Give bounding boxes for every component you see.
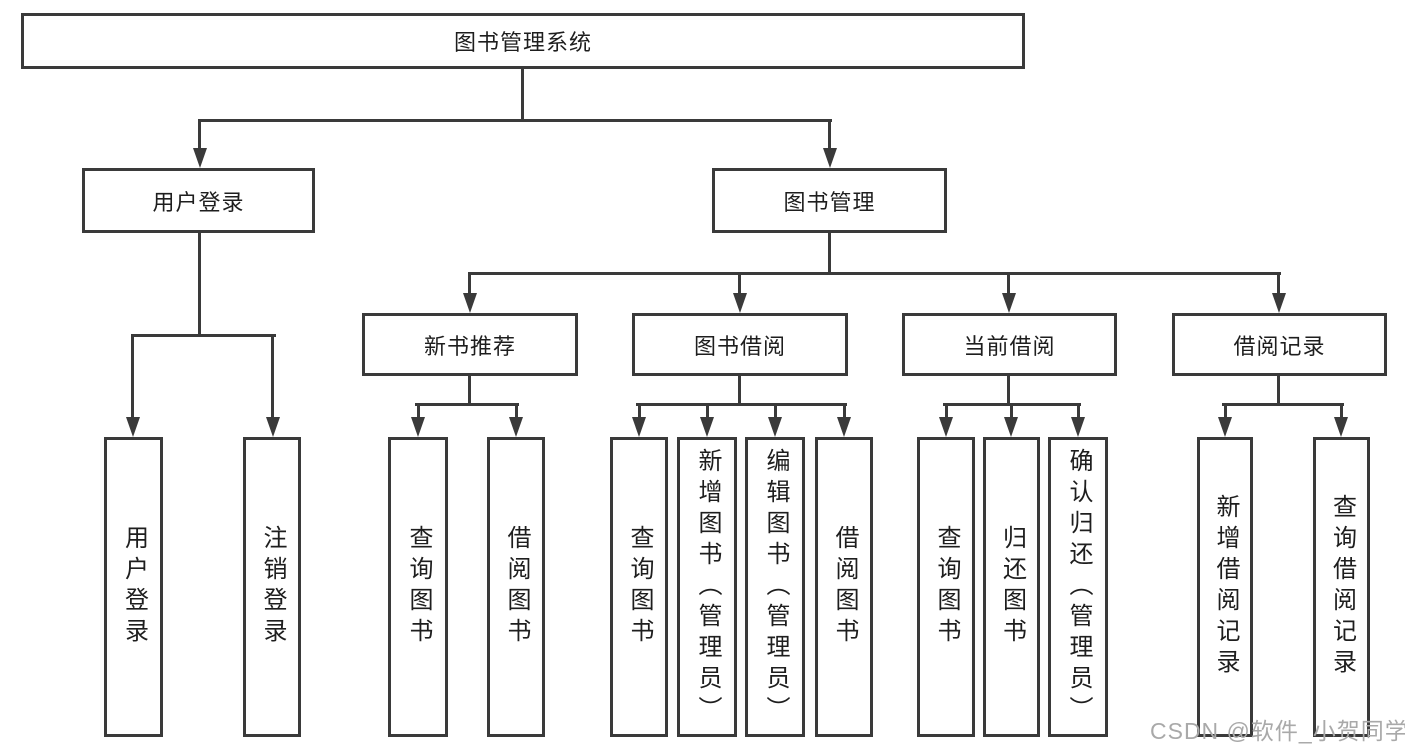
arrowhead-g1c1 (411, 417, 425, 437)
leaf-user-login: 用户登录 (104, 437, 163, 737)
connector-new-books-drop (468, 272, 471, 296)
arrowhead-leaf-logout (266, 417, 280, 437)
connector-g2c3-drop (774, 403, 777, 419)
arrowhead-g3c1 (939, 417, 953, 437)
connector-g3c3-drop (1077, 403, 1080, 419)
node-new-book-recommend: 新书推荐 (362, 313, 578, 376)
node-root: 图书管理系统 (21, 13, 1025, 69)
arrowhead-user-login (193, 148, 207, 168)
connector-g1-hline (415, 403, 519, 406)
connector-user-login-drop (198, 119, 201, 151)
connector-g3c2-drop (1010, 403, 1013, 419)
leaf-query-books-2: 查询图书 (610, 437, 668, 737)
arrowhead-g4c2 (1334, 417, 1348, 437)
connector-book-borrow-drop (738, 272, 741, 296)
arrowhead-g3c2 (1004, 417, 1018, 437)
arrowhead-g2c4 (837, 417, 851, 437)
leaf-confirm-return-admin: 确认归还（管理员） (1048, 437, 1108, 737)
connector-user-branch-stem (198, 233, 201, 337)
connector-leaf-user-login-drop (131, 334, 134, 420)
connector-book-mgmt-drop (828, 119, 831, 151)
node-current-borrow: 当前借阅 (902, 313, 1117, 376)
connector-level3-hline (468, 272, 1281, 275)
leaf-borrow-books-2: 借阅图书 (815, 437, 873, 737)
node-book-borrow: 图书借阅 (632, 313, 848, 376)
connector-g2c2-drop (706, 403, 709, 419)
connector-g4c1-drop (1224, 403, 1227, 419)
leaf-add-borrow-record: 新增借阅记录 (1197, 437, 1253, 737)
leaf-logout: 注销登录 (243, 437, 301, 737)
connector-g3c1-drop (945, 403, 948, 419)
connector-g3-stem (1007, 376, 1010, 406)
node-user-login: 用户登录 (82, 168, 315, 233)
leaf-borrow-books-1: 借阅图书 (487, 437, 545, 737)
leaf-query-books-3: 查询图书 (917, 437, 975, 737)
connector-g2c1-drop (638, 403, 641, 419)
connector-g4-stem (1277, 376, 1280, 406)
connector-g1c1-drop (417, 403, 420, 419)
arrowhead-current-borrow (1002, 293, 1016, 313)
arrowhead-g2c3 (768, 417, 782, 437)
arrowhead-book-mgmt (823, 148, 837, 168)
arrowhead-g2c2 (700, 417, 714, 437)
leaf-query-books-1: 查询图书 (388, 437, 448, 737)
connector-user-branch-hline (131, 334, 276, 337)
watermark: CSDN @软件_小贺同学 (1150, 718, 1405, 744)
node-borrow-records: 借阅记录 (1172, 313, 1387, 376)
arrowhead-book-borrow (733, 293, 747, 313)
connector-g4-hline (1222, 403, 1344, 406)
connector-borrow-records-drop (1277, 272, 1280, 296)
leaf-add-book-admin: 新增图书（管理员） (677, 437, 737, 737)
arrowhead-g4c1 (1218, 417, 1232, 437)
arrowhead-g2c1 (632, 417, 646, 437)
arrowhead-g1c2 (509, 417, 523, 437)
node-book-management: 图书管理 (712, 168, 947, 233)
connector-level1-hline (198, 119, 832, 122)
connector-g1-stem (468, 376, 471, 406)
connector-g2c4-drop (843, 403, 846, 419)
connector-leaf-logout-drop (271, 334, 274, 420)
arrowhead-leaf-user-login (126, 417, 140, 437)
connector-g2-hline (636, 403, 847, 406)
connector-current-borrow-drop (1007, 272, 1010, 296)
leaf-return-book: 归还图书 (983, 437, 1040, 737)
connector-root-stem (521, 69, 524, 121)
connector-g4c2-drop (1340, 403, 1343, 419)
connector-g1c2-drop (515, 403, 518, 419)
arrowhead-borrow-records (1272, 293, 1286, 313)
leaf-edit-book-admin: 编辑图书（管理员） (745, 437, 805, 737)
arrowhead-g3c3 (1071, 417, 1085, 437)
leaf-query-borrow-record: 查询借阅记录 (1313, 437, 1370, 737)
arrowhead-new-books (463, 293, 477, 313)
connector-book-mgmt-stem (828, 233, 831, 275)
connector-g2-stem (738, 376, 741, 406)
